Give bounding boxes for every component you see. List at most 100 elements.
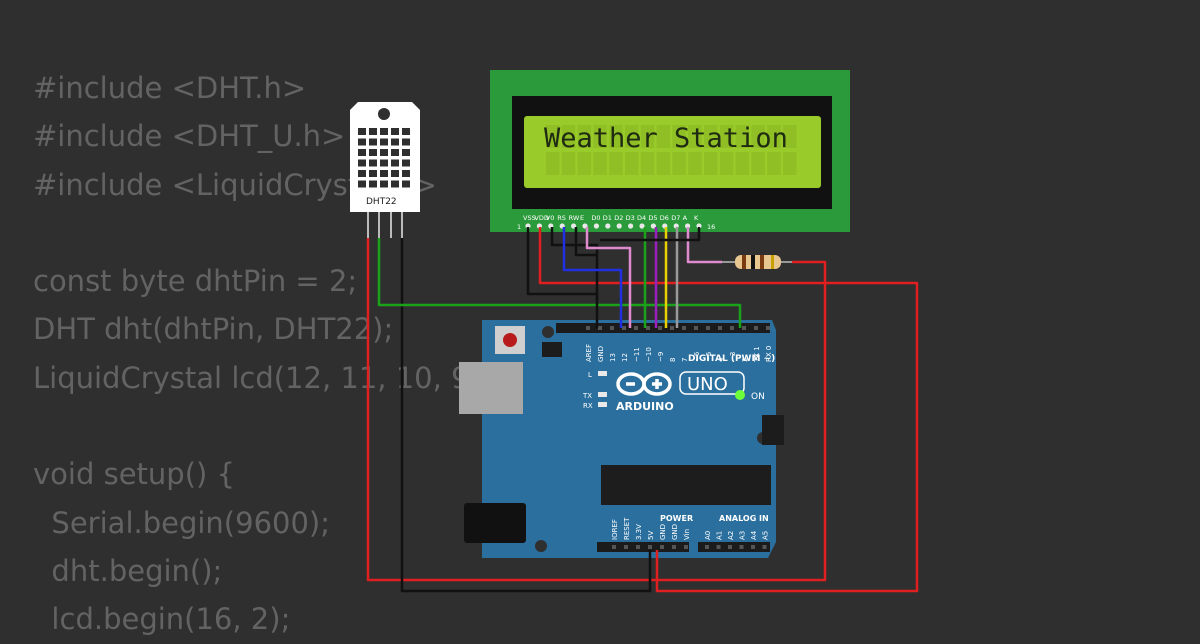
lcd-char-cell: [640, 125, 655, 148]
board-header-pin[interactable]: [718, 326, 722, 330]
board-pin-label: ~10: [645, 347, 653, 362]
board-header-pin[interactable]: [694, 326, 698, 330]
arduino-logo-text: ARDUINO: [616, 400, 674, 413]
lcd-char-cell: [577, 152, 592, 175]
lcd-pin-label: D7: [671, 214, 680, 222]
lcd-pin[interactable]: [605, 223, 611, 229]
board-header-pin[interactable]: [684, 545, 688, 549]
wire-black-lcd-rw[interactable]: [574, 227, 597, 257]
analog-header-label: ANALOG IN: [719, 514, 769, 523]
wire-black-lcd-k[interactable]: [600, 227, 701, 242]
resistor-body: [735, 255, 781, 269]
board-header-pin[interactable]: [742, 326, 746, 330]
board-header-pin[interactable]: [728, 545, 732, 549]
lcd-pin-label: E: [580, 214, 584, 222]
code-line: #include <DHT_U.h>: [33, 119, 346, 154]
wires[interactable]: [366, 227, 919, 593]
sensor-grille-slot: [402, 149, 410, 156]
board-header-pin[interactable]: [762, 545, 767, 549]
lcd-char-cell: [625, 125, 639, 148]
sensor-grille-slot: [358, 170, 366, 177]
board-pin-label: Vin: [683, 529, 691, 540]
code-line: Serial.begin(9600);: [33, 505, 331, 540]
sensor-grille-slot: [369, 138, 377, 146]
board-header-pin[interactable]: [716, 545, 721, 549]
reset-button[interactable]: [503, 333, 517, 347]
board-header-pin[interactable]: [610, 326, 614, 330]
icsp-header: [542, 342, 784, 445]
sensor-grille-slot: [391, 180, 399, 188]
resistor-band-icon: [760, 255, 764, 269]
board-header-pin[interactable]: [670, 326, 674, 330]
board-header-pin[interactable]: [672, 545, 676, 549]
board-header-pin[interactable]: [706, 326, 710, 330]
on-label: ON: [751, 392, 765, 402]
board-header-pin[interactable]: [634, 326, 638, 330]
board-pin-label: A2: [727, 531, 735, 540]
wire-blue-lcd-rs[interactable]: [562, 227, 623, 328]
dht22-sensor[interactable]: DHT22: [350, 102, 420, 238]
board-header-pin[interactable]: [624, 545, 628, 549]
sensor-grille-slot: [380, 138, 388, 146]
lcd-char-cell: [688, 152, 702, 175]
sensor-grille-slot: [369, 128, 377, 135]
l-led-icon: [598, 371, 607, 376]
board-header-pin[interactable]: [754, 326, 758, 330]
wire-green-sensor-data[interactable]: [377, 238, 742, 328]
lcd-char-cell: [672, 125, 686, 148]
board-pin-label: RX 0: [765, 346, 773, 362]
lcd-char-cell: [704, 152, 718, 175]
tx-led-label: TX: [582, 392, 592, 400]
uno-badge: [679, 371, 745, 395]
lcd-pin[interactable]: [593, 223, 600, 229]
board-header-pin[interactable]: [751, 545, 755, 549]
sensor-grille-slot: [391, 170, 399, 177]
lcd-char-cell: [719, 125, 734, 148]
board-pin-label: A1: [716, 531, 724, 540]
board-header-pin[interactable]: [598, 326, 602, 330]
lcd-pin[interactable]: [650, 223, 657, 229]
board-pin-label: 8: [669, 358, 677, 362]
lcd-pin-label: RW: [569, 214, 580, 222]
board-header-pin[interactable]: [646, 326, 650, 330]
lcd-char-cell: [656, 125, 671, 148]
wire-red-sensor-vcc[interactable]: [366, 238, 827, 582]
wire-black-lcd-vss[interactable]: [526, 227, 599, 328]
lcd-pin[interactable]: [616, 223, 622, 229]
wire-black-sensor-gnd[interactable]: [400, 238, 652, 593]
resistor[interactable]: [722, 255, 792, 269]
board-pin-label: GND: [659, 524, 667, 540]
board-header-pin[interactable]: [636, 545, 640, 549]
board-header-pin[interactable]: [660, 545, 664, 549]
board-header-pin[interactable]: [586, 326, 590, 330]
sensor-grille-slot: [402, 128, 410, 135]
board-header-pin[interactable]: [658, 326, 662, 330]
board-header-pin[interactable]: [766, 326, 770, 330]
board-header-pin[interactable]: [612, 545, 616, 549]
board-header-pin[interactable]: [648, 545, 652, 549]
analog-header: [698, 542, 770, 552]
lcd-pin[interactable]: [525, 223, 531, 229]
board-header-pin[interactable]: [682, 326, 686, 330]
lcd-char-cell: [546, 125, 560, 148]
board-pin-label: ~6: [693, 351, 701, 362]
board-header-pin[interactable]: [739, 545, 744, 549]
board-header-pin[interactable]: [622, 326, 626, 330]
board-header-pin[interactable]: [705, 545, 709, 549]
board-header-pin[interactable]: [730, 326, 734, 330]
wire-pink-lcd-a[interactable]: [686, 227, 722, 264]
sensor-grille-slot: [402, 138, 410, 146]
usb-port: [459, 362, 523, 414]
lcd-pin[interactable]: [628, 223, 634, 229]
wire-pink-lcd-e[interactable]: [585, 227, 632, 328]
wire-black-lcd-v0[interactable]: [550, 227, 599, 300]
wire-red-lcd-vdd[interactable]: [538, 227, 919, 593]
lcd-pin[interactable]: [696, 223, 702, 229]
lcd-pin[interactable]: [639, 223, 645, 229]
lcd-char-cell: [767, 152, 781, 175]
uno-label: UNO: [687, 374, 728, 395]
